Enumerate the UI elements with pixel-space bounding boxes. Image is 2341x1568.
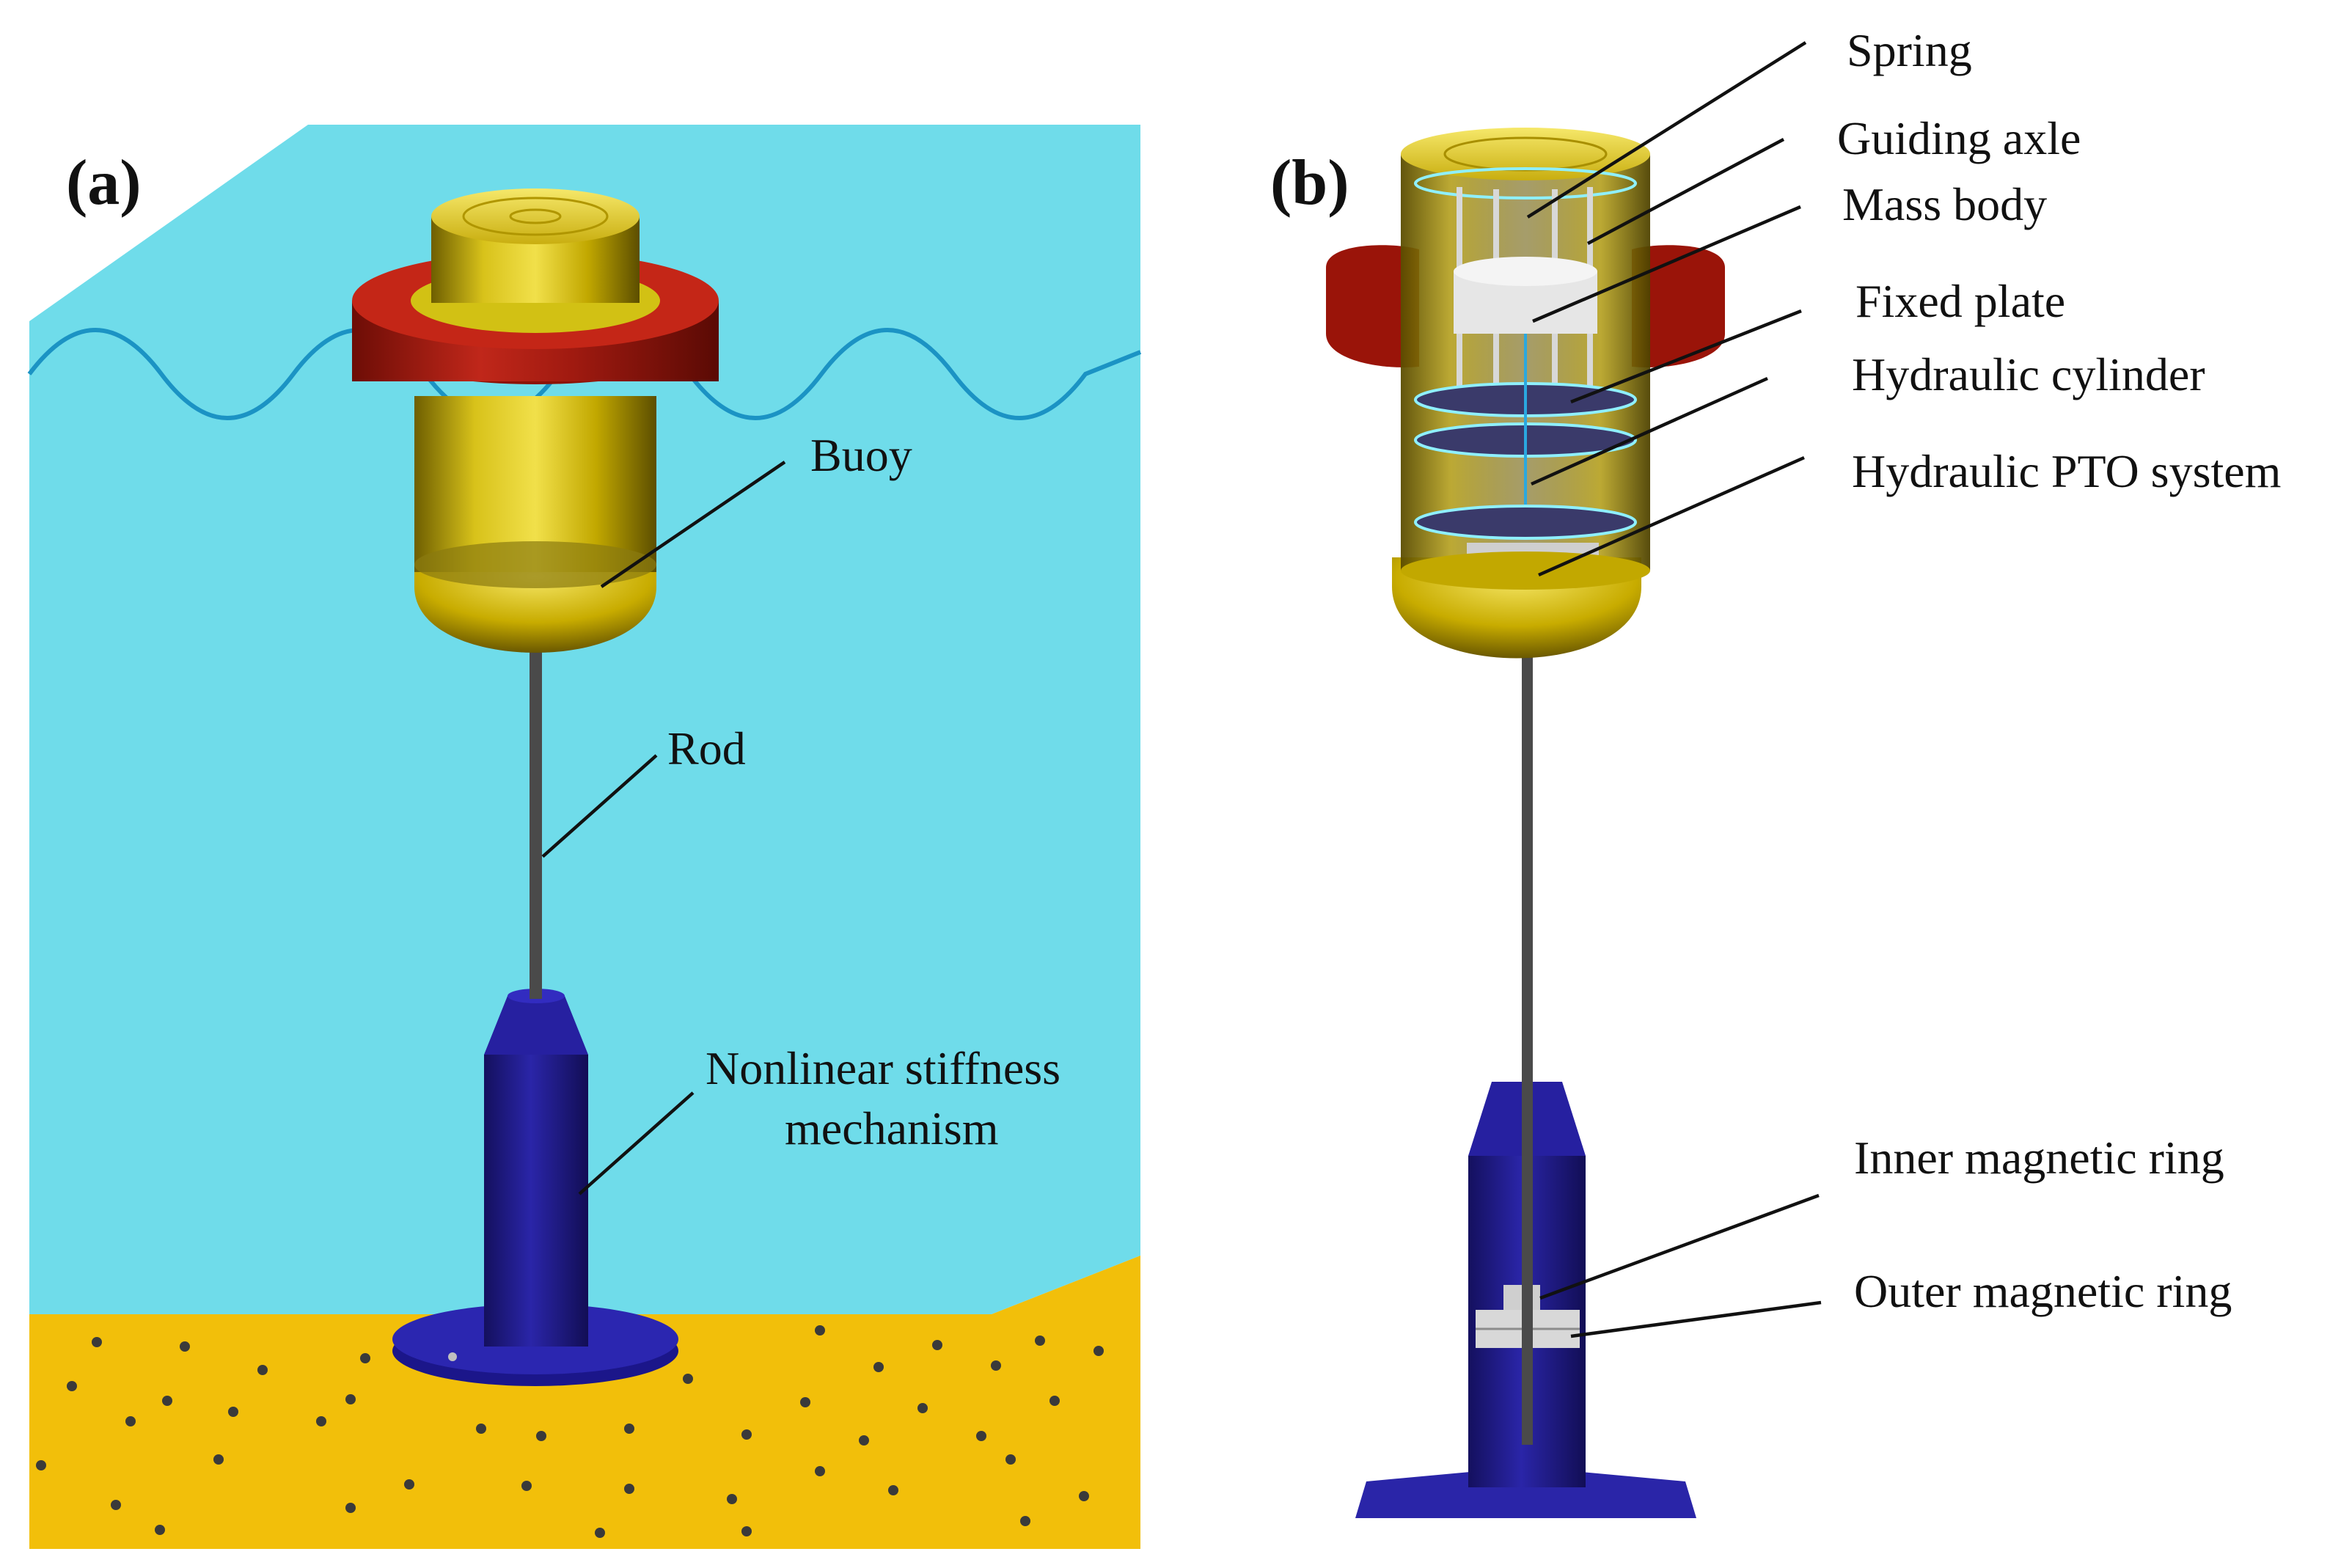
- hydraulic-pto-label: Hydraulic PTO system: [1852, 445, 2281, 497]
- rod-leader: [541, 754, 658, 858]
- buoy-cutaway-graphic: [1326, 128, 1725, 659]
- water-background: [29, 125, 1140, 1314]
- nonlinear-label-line2: mechanism: [785, 1102, 998, 1154]
- nonlinear-label-line1: Nonlinear stiffness: [706, 1042, 1060, 1094]
- hydraulic-cylinder-label: Hydraulic cylinder: [1852, 348, 2205, 400]
- panel-a-tag: (a): [66, 147, 142, 219]
- panel-b-tag: (b): [1270, 147, 1349, 219]
- panel-b: (b) Spring Guiding axle Mass body Fixed …: [1270, 24, 2281, 1518]
- hydraulic-pto-leader: [1538, 455, 1805, 577]
- buoy-leader: [600, 461, 786, 588]
- rod-graphic-b: [1522, 645, 1533, 1445]
- panel-a: (a) Buoy Rod Nonlinear stiffness mechani…: [27, 125, 1142, 1549]
- guiding-axle-leader: [1586, 138, 1785, 245]
- inner-ring-label: Inner magnetic ring: [1854, 1132, 2224, 1184]
- buoy-graphic: [352, 188, 719, 653]
- spring-leader: [1526, 41, 1807, 219]
- outer-ring-label: Outer magnetic ring: [1854, 1265, 2232, 1317]
- seabed: [29, 1256, 1140, 1549]
- fixed-plate-label: Fixed plate: [1855, 275, 2065, 327]
- seabed-pebbles: [36, 1325, 1104, 1538]
- rod-label: Rod: [667, 722, 746, 774]
- nonlinear-leader: [578, 1091, 695, 1195]
- rod-graphic: [530, 645, 542, 999]
- inner-ring-leader: [1539, 1193, 1820, 1300]
- mass-body-leader: [1532, 205, 1801, 323]
- fixed-plate-leader: [1570, 309, 1802, 404]
- outer-ring-leader: [1570, 1300, 1822, 1338]
- guiding-axle-label: Guiding axle: [1837, 112, 2081, 164]
- mass-body-label: Mass body: [1842, 178, 2047, 230]
- nonlinear-stiffness-mechanism-graphic: [392, 989, 678, 1386]
- spring-label: Spring: [1847, 24, 1972, 76]
- buoy-label: Buoy: [810, 429, 912, 481]
- hydraulic-cylinder-leader: [1531, 376, 1768, 486]
